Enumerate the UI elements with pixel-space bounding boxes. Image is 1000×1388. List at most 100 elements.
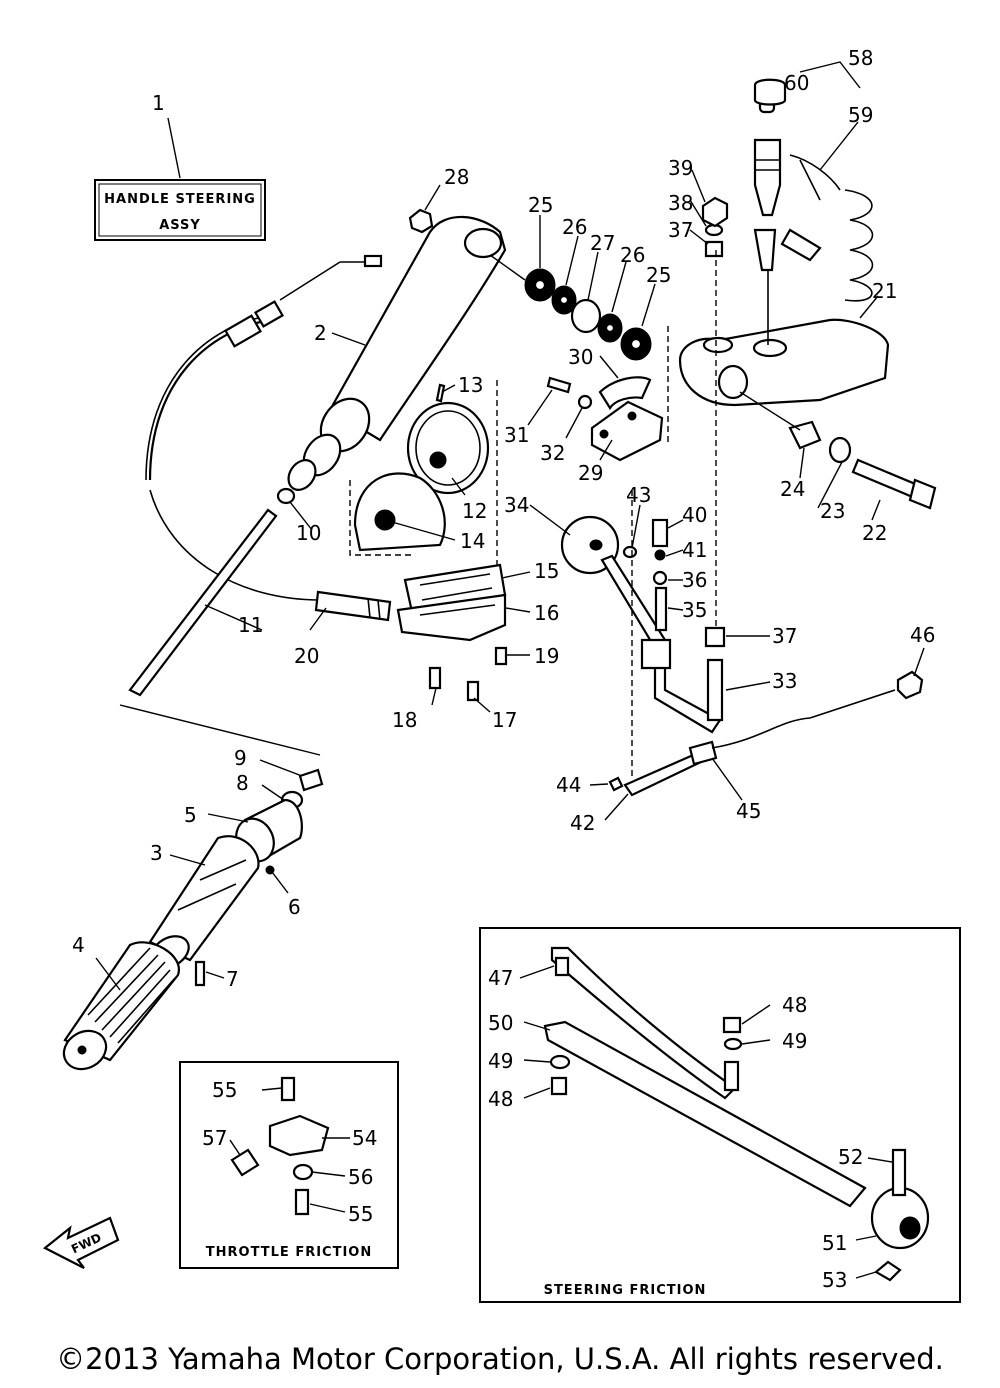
part-41-ball bbox=[654, 549, 666, 561]
part-11-shaft bbox=[128, 508, 278, 697]
callout-3: 3 bbox=[150, 841, 163, 865]
parts-15-16-plates bbox=[396, 563, 507, 642]
callout-26b: 26 bbox=[620, 243, 645, 267]
callout-41: 41 bbox=[682, 538, 707, 562]
callout-30: 30 bbox=[568, 345, 593, 369]
callout-26a: 26 bbox=[562, 215, 587, 239]
part-27-gear bbox=[570, 298, 602, 334]
part-59-lanyard bbox=[780, 154, 874, 302]
callout-47: 47 bbox=[488, 966, 513, 990]
part-60-cap bbox=[753, 78, 787, 106]
part-9-screw bbox=[298, 768, 324, 792]
part-4-grip bbox=[62, 941, 180, 1071]
throttle-cable bbox=[145, 254, 383, 601]
part-39-nut bbox=[701, 196, 729, 228]
part-46-nut bbox=[896, 670, 924, 700]
callout-53: 53 bbox=[822, 1268, 847, 1292]
callout-48a: 48 bbox=[782, 993, 807, 1017]
callout-labels: 1 2 3 4 5 6 7 8 9 10 11 12 13 14 15 16 1… bbox=[72, 46, 935, 1292]
callout-34: 34 bbox=[504, 493, 529, 517]
callout-7: 7 bbox=[226, 967, 239, 991]
callout-19: 19 bbox=[534, 644, 559, 668]
part-45-cable bbox=[711, 717, 811, 749]
callout-40: 40 bbox=[682, 503, 707, 527]
callout-48b: 48 bbox=[488, 1087, 513, 1111]
callout-51: 51 bbox=[822, 1231, 847, 1255]
part-20-cable-end bbox=[314, 590, 392, 622]
part-18-bolt bbox=[428, 666, 442, 690]
callout-20: 20 bbox=[294, 644, 319, 668]
part-40-spacer bbox=[651, 518, 669, 548]
handle-steering-label-box: HANDLE STEERING ASSY bbox=[94, 117, 266, 241]
part-21-steering-bracket bbox=[678, 318, 890, 407]
part-42-link-rod bbox=[623, 740, 718, 797]
title-box-line1: HANDLE STEERING bbox=[104, 192, 256, 207]
callout-38: 38 bbox=[668, 191, 693, 215]
callout-56: 56 bbox=[348, 1165, 373, 1189]
callout-44: 44 bbox=[556, 773, 581, 797]
part-43-clip bbox=[622, 545, 638, 559]
title-box-line2: ASSY bbox=[159, 218, 201, 233]
callout-54: 54 bbox=[352, 1126, 377, 1150]
callout-25b: 25 bbox=[646, 263, 671, 287]
callout-14: 14 bbox=[460, 529, 485, 553]
callout-10: 10 bbox=[296, 521, 321, 545]
callout-29: 29 bbox=[578, 461, 603, 485]
callout-22: 22 bbox=[862, 521, 887, 545]
callout-2: 2 bbox=[314, 321, 327, 345]
callout-24: 24 bbox=[780, 477, 805, 501]
callout-46: 46 bbox=[910, 623, 935, 647]
callout-13: 13 bbox=[458, 373, 483, 397]
callout-50: 50 bbox=[488, 1011, 513, 1035]
part-14-cover bbox=[349, 472, 446, 556]
callout-33: 33 bbox=[772, 669, 797, 693]
part-13-pin bbox=[435, 383, 446, 403]
callout-57: 57 bbox=[202, 1126, 227, 1150]
steering-friction-title: STEERING FRICTION bbox=[544, 1283, 707, 1298]
part-29-bracket bbox=[590, 400, 664, 462]
steering-handle bbox=[287, 214, 507, 491]
callout-21: 21 bbox=[872, 279, 897, 303]
callout-55b: 55 bbox=[348, 1202, 373, 1226]
callout-16: 16 bbox=[534, 601, 559, 625]
part-32-washer bbox=[577, 394, 593, 410]
callout-5: 5 bbox=[184, 803, 197, 827]
callout-8: 8 bbox=[236, 771, 249, 795]
throttle-friction-box: THROTTLE FRICTION bbox=[179, 1061, 399, 1269]
part-7-screw bbox=[194, 960, 206, 987]
callout-39: 39 bbox=[668, 156, 693, 180]
callout-52: 52 bbox=[838, 1145, 863, 1169]
part-37-nut-a bbox=[704, 240, 724, 258]
part-17-bolt bbox=[466, 680, 480, 702]
leader-lines bbox=[95, 121, 925, 1279]
part-10-grommet bbox=[276, 487, 296, 505]
callout-17: 17 bbox=[492, 708, 517, 732]
callout-60: 60 bbox=[784, 71, 809, 95]
callout-12: 12 bbox=[462, 499, 487, 523]
part-37-nut-b bbox=[704, 626, 726, 648]
steering-friction-box: STEERING FRICTION bbox=[479, 927, 961, 1303]
part-44-pin bbox=[608, 776, 624, 792]
callout-35: 35 bbox=[682, 598, 707, 622]
copyright-notice: ©2013 Yamaha Motor Corporation, U.S.A. A… bbox=[56, 1342, 944, 1376]
callout-27: 27 bbox=[590, 231, 615, 255]
callout-9: 9 bbox=[234, 746, 247, 770]
callout-32: 32 bbox=[540, 441, 565, 465]
callout-23: 23 bbox=[820, 499, 845, 523]
callout-1: 1 bbox=[152, 91, 165, 115]
part-31-bolt bbox=[546, 376, 572, 394]
part-36-ball bbox=[652, 570, 668, 586]
part-19-bolt bbox=[494, 646, 508, 666]
callout-37a: 37 bbox=[668, 218, 693, 242]
part-35-spring bbox=[654, 586, 668, 632]
callout-11: 11 bbox=[238, 613, 263, 637]
callout-49a: 49 bbox=[782, 1029, 807, 1053]
part-58-kill-switch bbox=[753, 98, 782, 345]
callout-43: 43 bbox=[626, 483, 651, 507]
callout-31: 31 bbox=[504, 423, 529, 447]
callout-49b: 49 bbox=[488, 1049, 513, 1073]
part-22-bolt bbox=[851, 458, 937, 510]
part-30-plate bbox=[598, 376, 652, 411]
part-12-gear bbox=[406, 401, 490, 495]
callout-55a: 55 bbox=[212, 1078, 237, 1102]
